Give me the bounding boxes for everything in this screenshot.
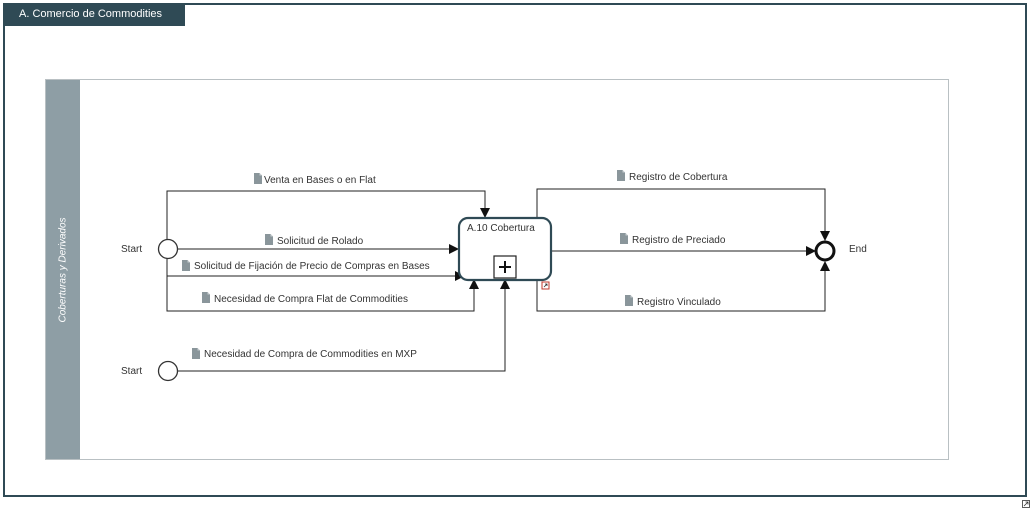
doc-icon xyxy=(254,173,262,184)
doc-icon xyxy=(192,348,200,359)
subprocess-expand-icon[interactable] xyxy=(493,255,517,279)
task-label: A.10 Cobertura xyxy=(467,223,535,234)
flow-flat[interactable] xyxy=(166,258,479,312)
process-title: A. Comercio de Commodities xyxy=(3,3,185,26)
doc-icon xyxy=(617,170,625,181)
start-label-2: Start xyxy=(121,366,142,377)
flow-reg-vinculado[interactable] xyxy=(536,261,830,312)
end-label: End xyxy=(849,244,867,255)
flow-label-flat: Necesidad de Compra Flat de Commodities xyxy=(214,294,408,305)
task-link-icon[interactable] xyxy=(541,281,550,290)
end-event[interactable] xyxy=(814,240,836,262)
start-event-2[interactable] xyxy=(157,360,179,382)
flow-label-fijacion: Solicitud de Fijación de Precio de Compr… xyxy=(194,261,430,272)
flow-label-reg-vinculado: Registro Vinculado xyxy=(637,297,721,308)
lane-header[interactable] xyxy=(46,80,80,459)
flow-label-reg-cobertura: Registro de Cobertura xyxy=(629,172,728,183)
start-label-1: Start xyxy=(121,244,142,255)
start-event-1[interactable] xyxy=(157,238,179,260)
task-cobertura[interactable] xyxy=(457,216,553,282)
flow-mxp[interactable] xyxy=(178,279,510,372)
flow-label-reg-preciado: Registro de Preciado xyxy=(632,235,726,246)
doc-icon xyxy=(620,233,628,244)
doc-icon xyxy=(182,260,190,271)
doc-icon xyxy=(202,292,210,303)
flow-venta[interactable] xyxy=(166,190,490,240)
flow-reg-cobertura[interactable] xyxy=(536,188,830,241)
flow-label-mxp: Necesidad de Compra de Commodities en MX… xyxy=(204,349,417,360)
flow-label-rolado: Solicitud de Rolado xyxy=(277,236,364,247)
resize-icon[interactable] xyxy=(1022,500,1030,508)
flow-label-venta: Venta en Bases o en Flat xyxy=(264,175,376,186)
doc-icon xyxy=(625,295,633,306)
doc-icon xyxy=(265,234,273,245)
